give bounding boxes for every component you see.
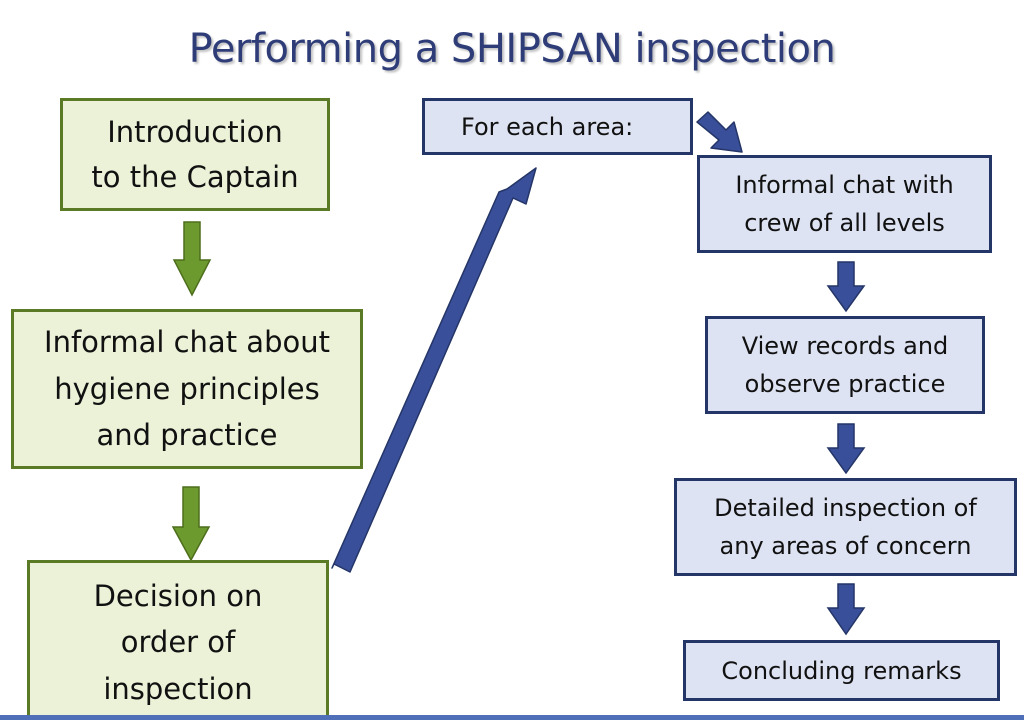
- step-decision-order: Decision on order of inspection: [27, 560, 329, 720]
- step-detailed-inspection: Detailed inspection of any areas of conc…: [674, 478, 1017, 576]
- step-view-records: View records and observe practice: [705, 316, 985, 414]
- step-introduction-captain: Introduction to the Captain: [60, 98, 330, 211]
- arrow-diagonal-icon: [696, 111, 743, 153]
- step-concluding-remarks: Concluding remarks: [683, 640, 1000, 701]
- slide-title: Performing a SHIPSAN inspection: [188, 26, 836, 72]
- arrow-down-icon: [826, 583, 866, 636]
- step-informal-chat-crew: Informal chat with crew of all levels: [697, 155, 992, 253]
- arrow-down-icon: [826, 261, 866, 313]
- arrow-down-icon: [172, 221, 212, 297]
- arrow-diagonal-icon: [331, 167, 537, 573]
- arrow-down-icon: [826, 423, 866, 475]
- slide-bottom-rule: [0, 715, 1024, 720]
- step-informal-chat-hygiene: Informal chat about hygiene principles a…: [11, 309, 363, 469]
- arrow-down-icon: [171, 486, 211, 562]
- for-each-area-header: For each area:: [422, 98, 693, 155]
